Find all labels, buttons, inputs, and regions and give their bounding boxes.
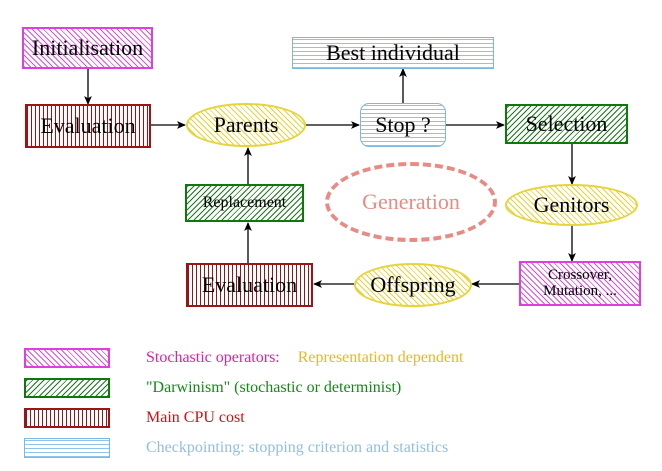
node-stop-label: Stop ? xyxy=(375,111,431,137)
legend-label-representation-dependent: Representation dependent xyxy=(297,349,464,366)
legend-label-checkpointing: Checkpointing: stopping criterion and st… xyxy=(146,439,449,456)
legend-row-darwinism: "Darwinism" (stochastic or determinist) xyxy=(24,378,401,398)
node-parents[interactable]: Parents xyxy=(186,103,306,147)
node-best-individual[interactable]: Best individual xyxy=(292,37,494,69)
node-replacement[interactable]: Replacement xyxy=(185,184,304,222)
legend-row-main-cpu-cost: Main CPU cost xyxy=(24,408,245,428)
node-stop[interactable]: Stop ? xyxy=(360,103,446,147)
node-generation-label: Generation xyxy=(362,189,460,214)
node-evaluation-bottom-label: Evaluation xyxy=(201,271,298,297)
node-evaluation-top[interactable]: Evaluation xyxy=(25,104,151,148)
node-evaluation-top-label: Evaluation xyxy=(40,112,136,138)
node-parents-label: Parents xyxy=(213,111,279,137)
node-selection-label: Selection xyxy=(525,110,608,136)
node-offspring[interactable]: Offspring xyxy=(354,263,472,307)
node-offspring-label: Offspring xyxy=(370,271,456,297)
node-best-individual-label: Best individual xyxy=(326,39,460,65)
node-crossover-mutation[interactable]: Crossover, Mutation, ... xyxy=(519,261,641,306)
legend-swatch-blue-horizontal-hatch xyxy=(24,438,110,458)
node-initialisation[interactable]: Initialisation xyxy=(22,27,153,69)
node-crossover-mutation-label-line2: Mutation, ... xyxy=(543,282,617,299)
legend-label-main-cpu-cost: Main CPU cost xyxy=(146,409,245,426)
legend-row-checkpointing: Checkpointing: stopping criterion and st… xyxy=(24,438,448,458)
node-selection[interactable]: Selection xyxy=(505,104,628,144)
node-genitors[interactable]: Genitors xyxy=(505,184,638,226)
node-crossover-mutation-label-line1: Crossover, xyxy=(548,267,612,284)
legend-swatch-red-vertical-hatch xyxy=(24,408,110,428)
node-initialisation-label: Initialisation xyxy=(31,34,144,60)
legend-label-stochastic-operators: Stochastic operators: xyxy=(146,349,280,366)
legend-row-stochastic-operators: Stochastic operators: Representation dep… xyxy=(24,348,463,368)
legend-label-darwinism: "Darwinism" (stochastic or determinist) xyxy=(146,379,402,396)
node-generation: Generation xyxy=(325,162,497,242)
node-replacement-label: Replacement xyxy=(202,193,287,211)
node-genitors-label: Genitors xyxy=(533,191,610,217)
legend-swatch-magenta-hatch xyxy=(24,348,110,368)
node-evaluation-bottom[interactable]: Evaluation xyxy=(186,263,313,307)
legend-swatch-green-hatch xyxy=(24,378,110,398)
